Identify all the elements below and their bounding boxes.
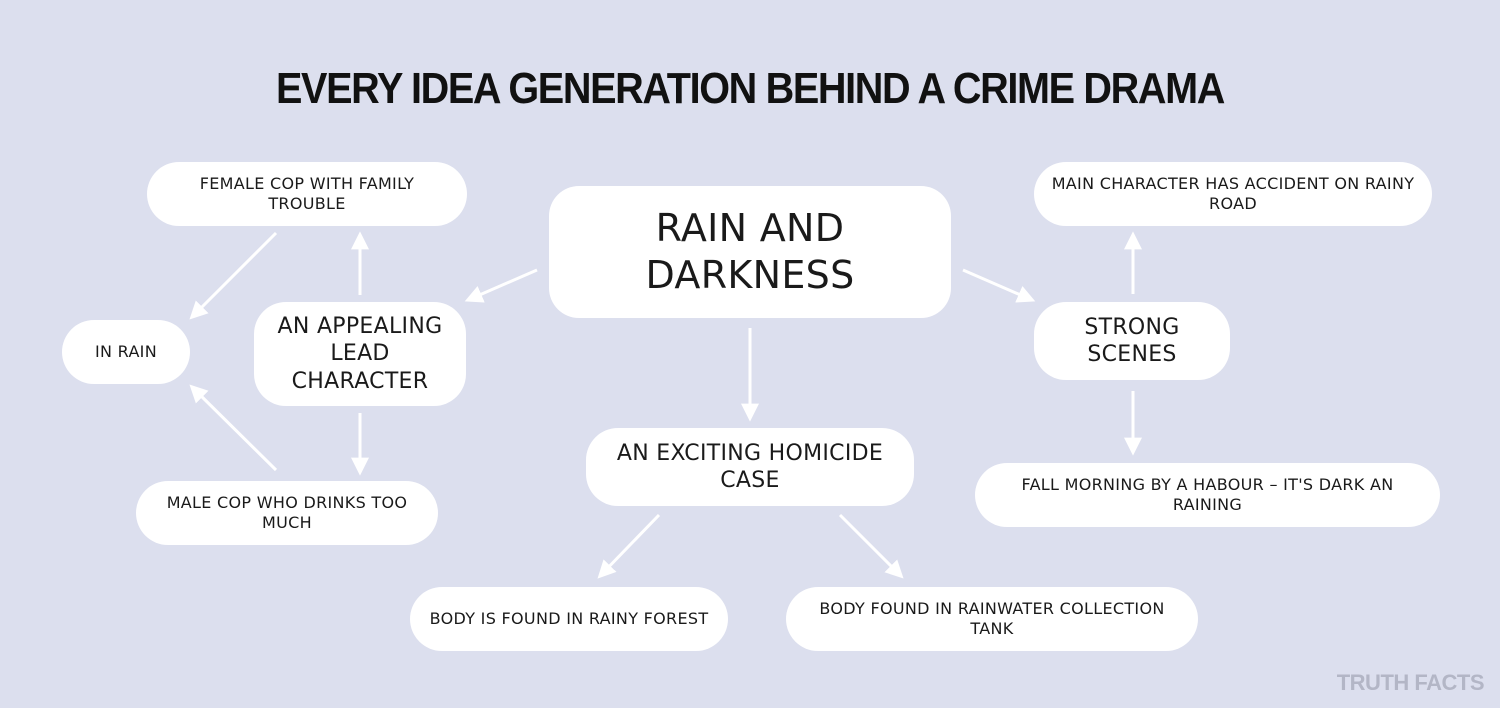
- node-rain-and-darkness-label: RAIN AND DARKNESS: [645, 205, 855, 298]
- node-fall-morning-label: FALL MORNING BY A HABOUR – IT'S DARK AN …: [1021, 475, 1394, 514]
- node-strong-scenes: STRONG SCENES: [1034, 302, 1230, 380]
- node-fall-morning: FALL MORNING BY A HABOUR – IT'S DARK AN …: [975, 463, 1440, 527]
- node-strong-scenes-label: STRONG SCENES: [1084, 314, 1180, 368]
- node-rainy-road-accident-label: MAIN CHARACTER HAS ACCIDENT ON RAINY ROA…: [1051, 174, 1415, 213]
- node-appealing-lead-line2: LEAD CHARACTER: [291, 341, 429, 394]
- node-female-cop: FEMALE COP WITH FAMILY TROUBLE: [147, 162, 467, 226]
- node-female-cop-label: FEMALE COP WITH FAMILY TROUBLE: [199, 174, 415, 213]
- arrow-homicide-to-tank: [838, 513, 904, 579]
- node-rainwater-tank-label: BODY FOUND IN RAINWATER COLLECTION TANK: [819, 599, 1165, 638]
- node-rain-and-darkness: RAIN AND DARKNESS: [549, 186, 951, 318]
- node-in-rain: IN RAIN: [62, 320, 190, 384]
- arrow-center-to-strong-scenes: [962, 268, 1036, 303]
- arrow-female-cop-to-in-rain: [189, 231, 278, 320]
- node-homicide-case: AN EXCITING HOMICIDE CASE: [586, 428, 914, 506]
- node-rainy-road-accident: MAIN CHARACTER HAS ACCIDENT ON RAINY ROA…: [1034, 162, 1432, 226]
- node-appealing-lead: AN APPEALING LEAD CHARACTER: [254, 302, 466, 406]
- node-rainwater-tank: BODY FOUND IN RAINWATER COLLECTION TANK: [786, 587, 1198, 651]
- node-male-cop: MALE COP WHO DRINKS TOO MUCH: [136, 481, 438, 545]
- watermark-logo: TRUTH FACTS: [1336, 670, 1485, 695]
- diagram-title: EVERY IDEA GENERATION BEHIND A CRIME DRA…: [275, 64, 1225, 113]
- node-rainy-forest: BODY IS FOUND IN RAINY FOREST: [410, 587, 728, 651]
- arrow-center-to-lead: [464, 268, 538, 303]
- node-male-cop-label: MALE COP WHO DRINKS TOO MUCH: [166, 493, 408, 532]
- arrow-homicide-to-forest: [597, 513, 661, 579]
- node-appealing-lead-line1: AN APPEALING: [277, 313, 443, 339]
- node-in-rain-label: IN RAIN: [95, 342, 157, 361]
- arrow-male-cop-to-in-rain: [189, 384, 278, 472]
- node-rainy-forest-label: BODY IS FOUND IN RAINY FOREST: [429, 609, 709, 628]
- node-homicide-case-label: AN EXCITING HOMICIDE CASE: [616, 440, 884, 494]
